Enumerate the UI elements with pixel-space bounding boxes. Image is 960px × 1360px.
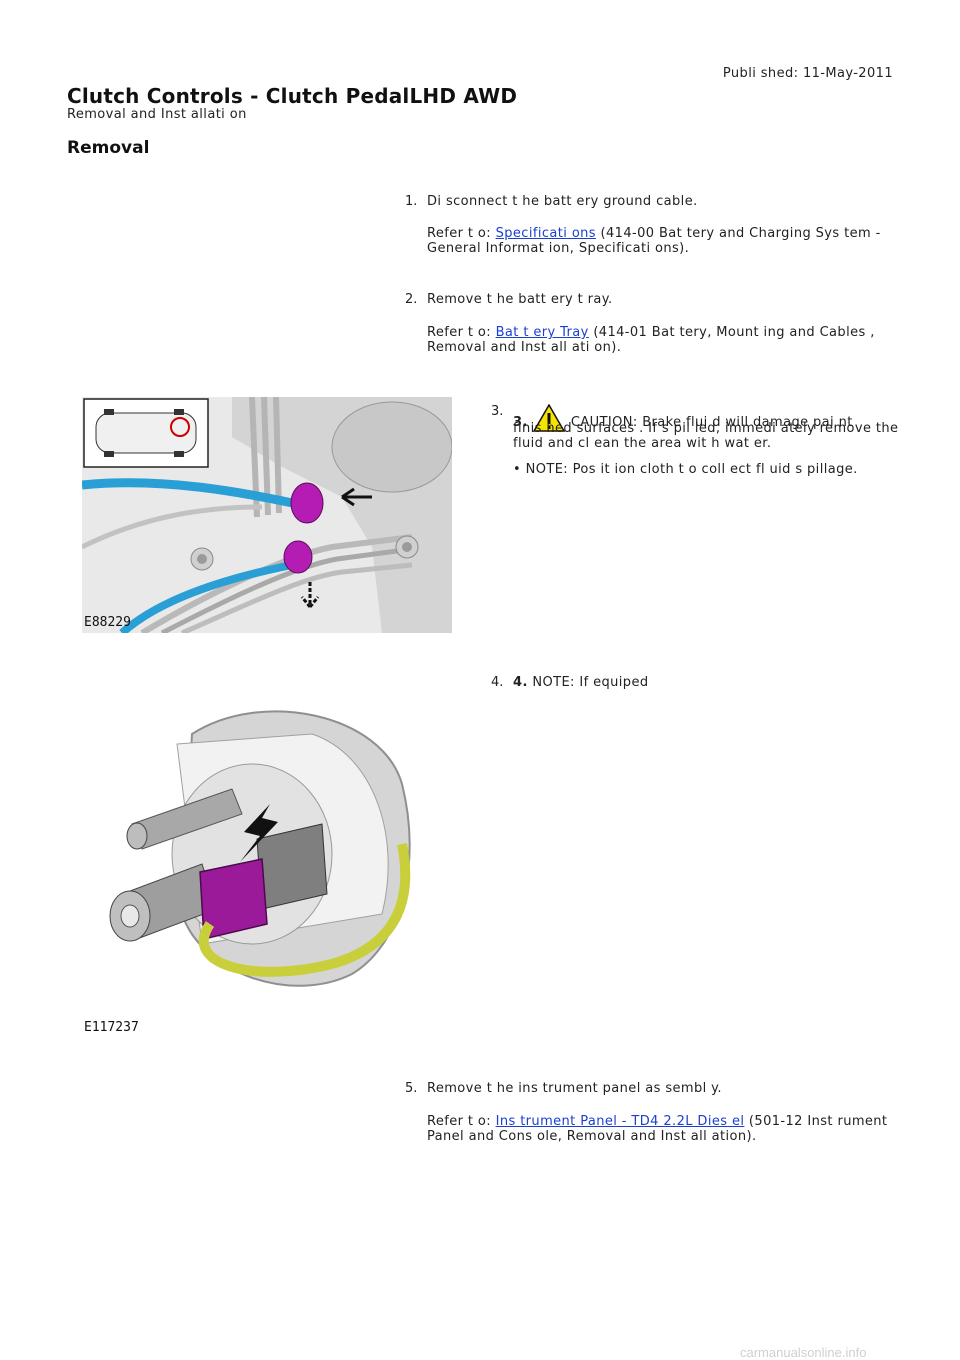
step-4-number: 4. bbox=[491, 675, 504, 690]
caution-warning-icon bbox=[533, 403, 566, 432]
figure-brake-line-connector: E88229 bbox=[80, 396, 453, 636]
refer-detail: (501-12 Inst rument bbox=[748, 1114, 888, 1129]
step-2-refer: Refer t o: Bat t ery Tray (414-01 Bat te… bbox=[427, 325, 875, 340]
page-title: Clutch Controls - Clutch PedalLHD AWD bbox=[67, 84, 518, 108]
figure-label: E88229 bbox=[84, 615, 131, 630]
step-4-note-text: NOTE: If equiped bbox=[532, 675, 649, 690]
step-2-number: 2. bbox=[405, 292, 418, 307]
instrument-panel-link[interactable]: Ins trument Panel - TD4 2.2L Dies el bbox=[495, 1114, 745, 1129]
battery-tray-link[interactable]: Bat t ery Tray bbox=[495, 325, 589, 340]
step-4-note: 4. NOTE: If equiped bbox=[513, 675, 649, 690]
specifications-link[interactable]: Specificati ons bbox=[495, 226, 596, 241]
brake-line-illustration bbox=[80, 396, 453, 636]
refer-label: Refer t o: bbox=[427, 1114, 492, 1129]
published-date: Publi shed: 11-May-2011 bbox=[722, 66, 893, 81]
refer-label: Refer t o: bbox=[427, 226, 492, 241]
step-3-number: 3. bbox=[491, 404, 504, 419]
step-4-bold-number: 4. bbox=[513, 675, 528, 690]
step-5-refer-line2: Panel and Cons ole, Removal and Inst all… bbox=[427, 1129, 757, 1144]
clutch-sensor-illustration bbox=[82, 694, 452, 1014]
refer-detail: (414-00 Bat tery and Charging Sys tem - bbox=[600, 226, 881, 241]
section-heading: Removal bbox=[67, 138, 150, 158]
step-1-text: Di sconnect t he batt ery ground cable. bbox=[427, 194, 698, 209]
step-1-refer-line2: General Informat ion, Specificati ons). bbox=[427, 241, 690, 256]
step-5-text: Remove t he ins trument panel as sembl y… bbox=[427, 1081, 722, 1096]
step-3-bold-number: 3. bbox=[513, 415, 528, 430]
step-2-text: Remove t he batt ery t ray. bbox=[427, 292, 613, 307]
caution-line1: CAUTION: Brake flui d will damage pai nt bbox=[570, 415, 853, 430]
figure-clutch-sensor: E117237 bbox=[82, 694, 452, 1039]
refer-label: Refer t o: bbox=[427, 325, 492, 340]
step-3-note: • NOTE: Pos it ion cloth t o coll ect fl… bbox=[513, 462, 858, 477]
step-1-number: 1. bbox=[405, 194, 418, 209]
page-subtitle: Removal and Inst allati on bbox=[67, 107, 247, 122]
caution-line2: finis hed surfaces . If s pil led, immed… bbox=[513, 421, 899, 436]
step-3-caution: 3. CAUTION: Brake flui d will damage pai… bbox=[513, 403, 853, 432]
watermark: carmanualsonline.info bbox=[740, 1345, 867, 1360]
step-2-refer-line2: Removal and Inst all ati on). bbox=[427, 340, 622, 355]
refer-detail: (414-01 Bat tery, Mount ing and Cables , bbox=[593, 325, 875, 340]
step-5-refer: Refer t o: Ins trument Panel - TD4 2.2L … bbox=[427, 1114, 887, 1129]
step-5-number: 5. bbox=[405, 1081, 418, 1096]
caution-line3: fluid and cl ean the area wit h wat er. bbox=[513, 436, 772, 451]
figure-label: E117237 bbox=[84, 1020, 139, 1035]
step-1-refer: Refer t o: Specificati ons (414-00 Bat t… bbox=[427, 226, 881, 241]
